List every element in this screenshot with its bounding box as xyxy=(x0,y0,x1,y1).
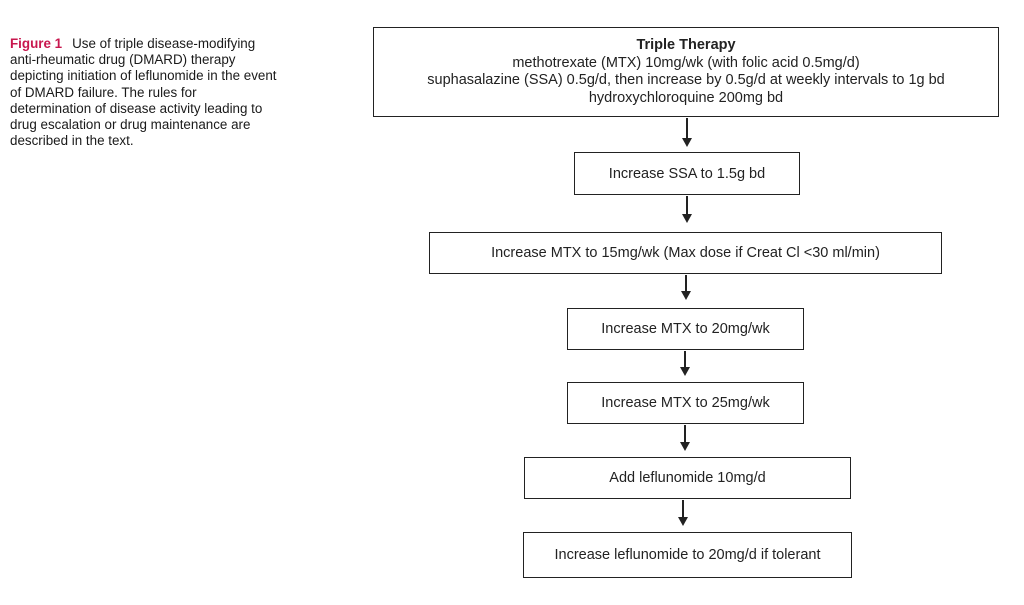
triple-therapy-box: Triple Therapy methotrexate (MTX) 10mg/w… xyxy=(373,27,999,117)
caption-text: Use of triple disease-modifying anti-rhe… xyxy=(10,36,277,149)
step-box-increase-leflunomide: Increase leflunomide to 20mg/d if tolera… xyxy=(523,532,852,578)
step-label: Increase MTX to 20mg/wk xyxy=(601,321,770,337)
step-label: Increase leflunomide to 20mg/d if tolera… xyxy=(554,547,821,563)
step-box-increase-mtx-15: Increase MTX to 15mg/wk (Max dose if Cre… xyxy=(429,232,942,274)
step-label: Increase SSA to 1.5g bd xyxy=(608,165,766,182)
triple-therapy-title: Triple Therapy xyxy=(636,37,736,53)
figure-label: Figure 1 xyxy=(10,36,63,51)
step-label: Add leflunomide 10mg/d xyxy=(609,470,766,486)
triple-therapy-line-hcq: hydroxychloroquine 200mg bd xyxy=(588,89,784,106)
triple-therapy-line-ssa: suphasalazine (SSA) 0.5g/d, then increas… xyxy=(427,72,945,88)
step-label: Increase MTX to 15mg/wk (Max dose if Cre… xyxy=(491,245,880,261)
step-label: Increase MTX to 25mg/wk xyxy=(601,395,770,411)
step-box-increase-ssa: Increase SSA to 1.5g bd xyxy=(574,152,800,195)
step-box-increase-mtx-20: Increase MTX to 20mg/wk xyxy=(567,308,804,350)
step-box-add-leflunomide: Add leflunomide 10mg/d xyxy=(524,457,851,499)
step-box-increase-mtx-25: Increase MTX to 25mg/wk xyxy=(567,382,804,424)
triple-therapy-line-mtx: methotrexate (MTX) 10mg/wk (with folic a… xyxy=(512,54,860,71)
